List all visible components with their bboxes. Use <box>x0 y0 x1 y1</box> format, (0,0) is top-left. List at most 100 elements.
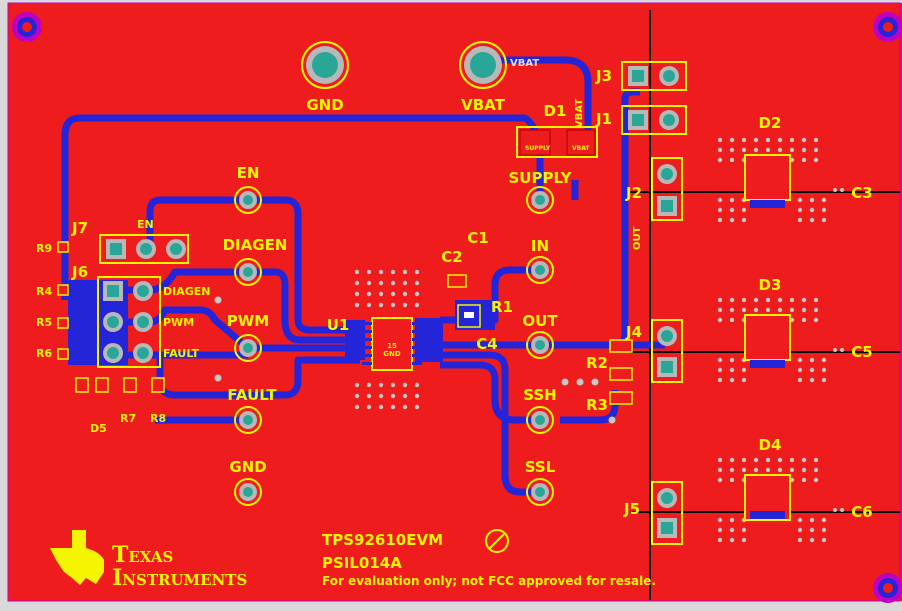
via <box>821 207 827 213</box>
via <box>378 382 384 388</box>
label-d3: D3 <box>759 276 782 294</box>
banana-jack-vbat[interactable] <box>459 41 507 89</box>
via <box>789 137 795 143</box>
test-point-diagen[interactable] <box>234 258 262 286</box>
label-pwm: PWM <box>227 312 269 330</box>
via <box>390 393 396 399</box>
led-d4[interactable] <box>744 474 791 521</box>
via <box>390 302 396 308</box>
via <box>717 357 723 363</box>
banana-jack-gnd[interactable] <box>301 41 349 89</box>
via <box>390 382 396 388</box>
product-name: TPS92610EVM <box>322 531 443 549</box>
label-r8: R8 <box>150 412 166 425</box>
via <box>717 467 723 473</box>
label-j6-diagen: DIAGEN <box>163 285 211 298</box>
header-j6[interactable] <box>97 276 161 368</box>
label-c2: C2 <box>441 248 462 266</box>
header-j5[interactable] <box>651 481 683 545</box>
via <box>741 307 747 313</box>
via <box>809 377 815 383</box>
label-j7: J7 <box>71 219 88 237</box>
label-c1: C1 <box>467 229 488 247</box>
test-point-in[interactable] <box>526 256 554 284</box>
via <box>821 537 827 543</box>
via <box>765 147 771 153</box>
header-j7[interactable] <box>99 234 189 264</box>
via <box>366 393 372 399</box>
via <box>729 147 735 153</box>
via <box>402 382 408 388</box>
via <box>729 317 735 323</box>
label-r6: R6 <box>36 347 52 360</box>
via <box>717 477 723 483</box>
via <box>729 457 735 463</box>
via <box>378 269 384 275</box>
via <box>390 404 396 410</box>
label-vbat: VBAT <box>461 96 505 114</box>
via <box>378 291 384 297</box>
header-j4[interactable] <box>651 319 683 383</box>
via <box>717 307 723 313</box>
via <box>789 147 795 153</box>
label-u1: U1 <box>327 316 350 334</box>
via <box>354 382 360 388</box>
label-j1: J1 <box>595 110 612 128</box>
via <box>414 280 420 286</box>
led-d3[interactable] <box>744 314 791 368</box>
label-r7: R7 <box>120 412 136 425</box>
disclaimer: For evaluation only; not FCC approved fo… <box>322 574 656 588</box>
diode-d1[interactable] <box>516 126 598 158</box>
via <box>765 307 771 313</box>
ic-u1[interactable] <box>362 317 422 371</box>
test-point-fault[interactable] <box>234 406 262 434</box>
via <box>729 537 735 543</box>
via <box>717 157 723 163</box>
small-components[interactable] <box>57 241 633 405</box>
label-ssl: SSL <box>525 458 556 476</box>
via <box>789 297 795 303</box>
via <box>741 377 747 383</box>
via <box>789 467 795 473</box>
via <box>402 404 408 410</box>
via <box>717 297 723 303</box>
test-point-en[interactable] <box>234 186 262 214</box>
via <box>813 137 819 143</box>
test-point-gnd-bottom[interactable] <box>234 478 262 506</box>
via <box>729 217 735 223</box>
via <box>354 291 360 297</box>
header-j3[interactable] <box>621 61 687 91</box>
via <box>729 477 735 483</box>
via <box>729 467 735 473</box>
via <box>765 297 771 303</box>
test-point-supply[interactable] <box>526 186 554 214</box>
via <box>801 317 807 323</box>
via <box>809 357 815 363</box>
via <box>809 207 815 213</box>
via <box>729 357 735 363</box>
label-j6-fault: FAULT <box>163 347 200 360</box>
d1-supply-label: SUPPLY <box>525 145 551 152</box>
pcb-id: PSIL014A <box>322 554 402 572</box>
test-point-pwm[interactable] <box>234 334 262 362</box>
label-c3: C3 <box>851 184 872 202</box>
test-point-ssl[interactable] <box>526 478 554 506</box>
via <box>777 147 783 153</box>
via-arrays <box>354 137 827 543</box>
label-j5: J5 <box>623 500 640 518</box>
via <box>797 207 803 213</box>
via <box>797 217 803 223</box>
via <box>801 307 807 313</box>
label-gnd-top: GND <box>306 96 343 114</box>
test-point-out[interactable] <box>526 331 554 359</box>
via <box>797 527 803 533</box>
texas-state-icon <box>50 530 104 585</box>
test-point-ssh[interactable] <box>526 406 554 434</box>
via <box>801 297 807 303</box>
via <box>729 137 735 143</box>
header-j2[interactable] <box>651 157 683 221</box>
via <box>717 377 723 383</box>
via <box>402 393 408 399</box>
header-j1[interactable] <box>621 105 687 135</box>
led-d2[interactable] <box>744 154 791 208</box>
